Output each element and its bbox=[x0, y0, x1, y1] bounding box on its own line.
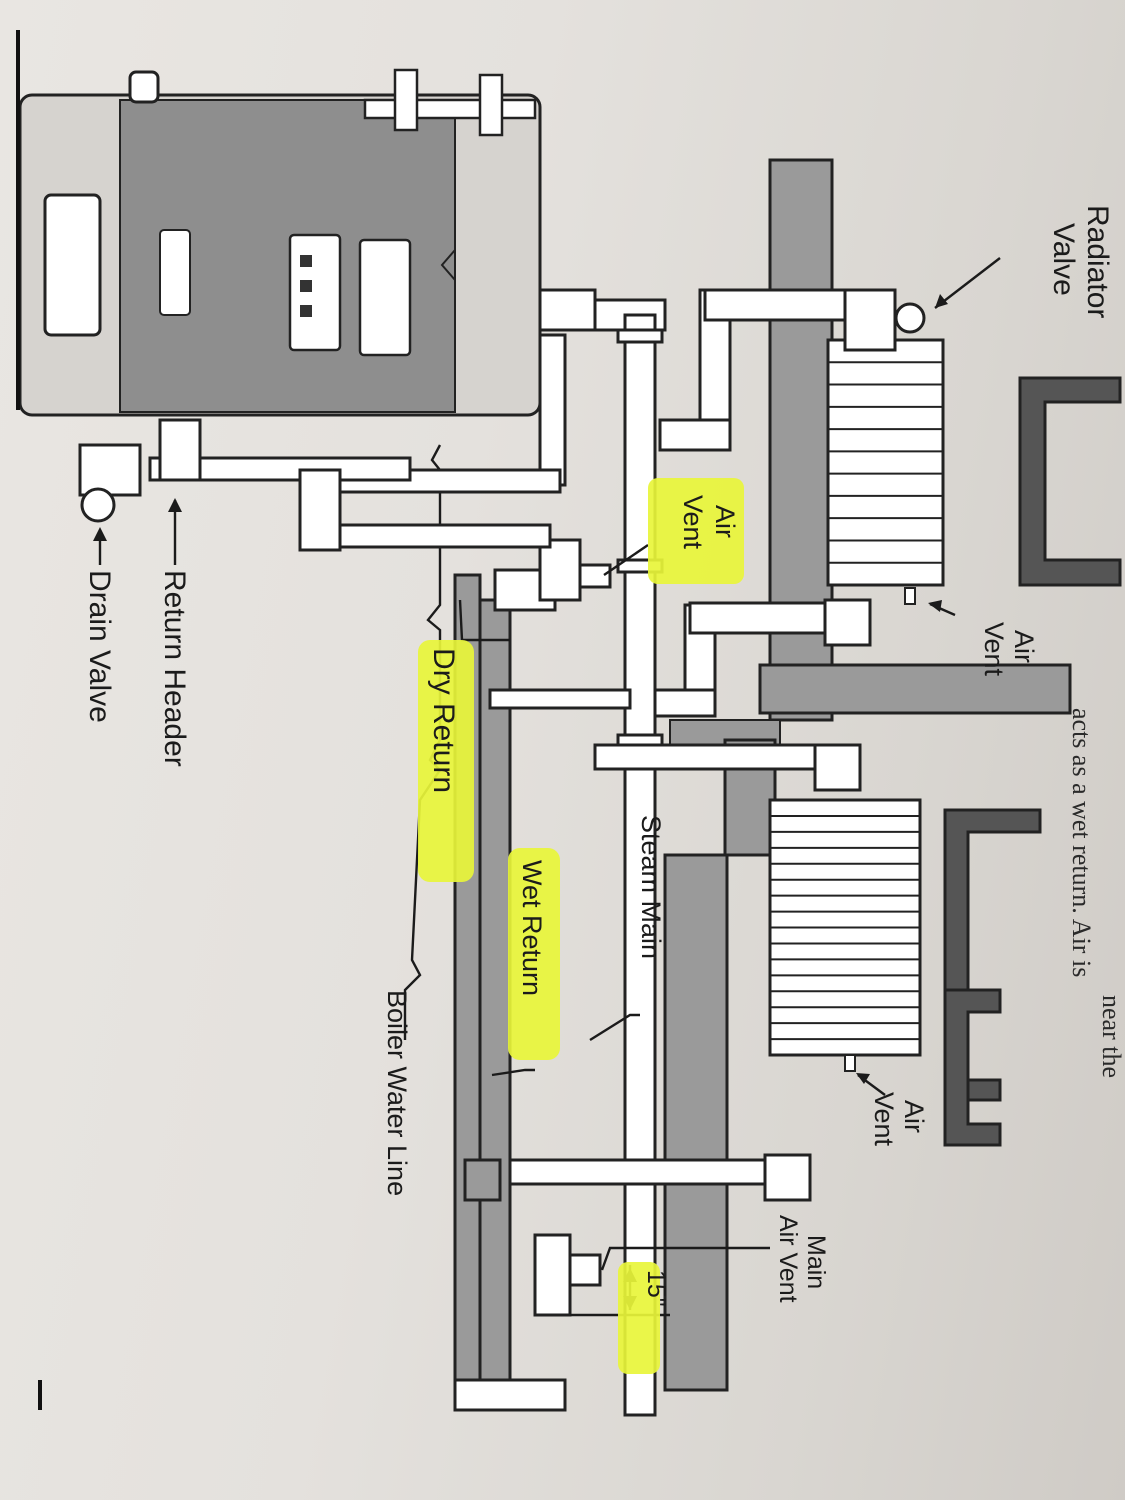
air-vent-return-arrow bbox=[603, 544, 649, 576]
label-dry-return: Dry Return bbox=[427, 648, 460, 793]
main-air-vent-arrow bbox=[600, 1246, 770, 1271]
radiator-valve-arrow bbox=[934, 257, 1001, 309]
label-dimension: 15" bbox=[642, 1270, 670, 1307]
label-air-vent-upper-2: Vent bbox=[979, 622, 1009, 677]
drain-valve-handle bbox=[80, 487, 116, 523]
label-main-air-vent-2: Air Vent bbox=[774, 1215, 802, 1303]
runout-lower bbox=[593, 743, 827, 771]
floor-beam-lower bbox=[663, 853, 729, 1392]
label-wet-return: Wet Return bbox=[517, 860, 547, 996]
radiator-upper bbox=[826, 338, 945, 587]
wet-return-arrow bbox=[491, 1068, 535, 1077]
wall-trim-lower bbox=[943, 808, 1042, 1147]
top-text-line-1: near the bbox=[1097, 995, 1125, 1078]
highlight-air-vent bbox=[648, 478, 744, 584]
return-to-header bbox=[323, 523, 552, 549]
floor-beam-upper bbox=[768, 158, 834, 722]
return-header-pipe bbox=[148, 456, 412, 482]
drain-valve-body bbox=[78, 443, 142, 497]
radiator-air-vent-lower bbox=[844, 1054, 856, 1072]
label-air-vent-lower-1: Air bbox=[899, 1100, 929, 1133]
radiator-valve-middle bbox=[823, 598, 872, 647]
label-main-air-vent-1: Main bbox=[802, 1235, 830, 1289]
label-steam-main: Steam Main bbox=[636, 815, 666, 959]
label-air-vent-return-1: Air bbox=[710, 505, 740, 538]
dry-return-pipe bbox=[478, 598, 512, 1402]
dry-return-tee bbox=[488, 688, 632, 710]
return-header-tee bbox=[158, 418, 202, 482]
wall-trim-upper bbox=[1018, 376, 1122, 587]
runout-far bbox=[498, 1158, 782, 1186]
label-air-vent-return-2: Vent bbox=[678, 495, 708, 550]
equalizer-pipe bbox=[538, 333, 567, 487]
steam-main-arrow bbox=[589, 1013, 640, 1042]
boiler-lifting-eye bbox=[128, 70, 160, 104]
radiator-valve-far bbox=[763, 1153, 812, 1202]
radiator-lower bbox=[768, 798, 922, 1057]
top-text-line-2: acts as a wet return. Air is bbox=[1067, 708, 1096, 977]
boiler-steam-outlet bbox=[538, 288, 597, 332]
boiler-gauge-glass bbox=[159, 229, 191, 316]
label-drain-valve: Drain Valve bbox=[83, 570, 116, 723]
radiator-valve-upper bbox=[843, 288, 897, 352]
return-air-vent bbox=[578, 563, 612, 589]
highlight-dimension bbox=[618, 1262, 660, 1374]
page-text: near the acts as a wet return. Air is bbox=[1067, 708, 1125, 1078]
label-air-vent-lower-2: Vent bbox=[869, 1092, 899, 1147]
radiator-air-vent-upper bbox=[904, 587, 916, 605]
boiler-control-box bbox=[358, 238, 412, 357]
label-radiator-valve-2: Valve bbox=[1047, 223, 1080, 296]
return-air-vent-fitting bbox=[538, 538, 582, 602]
safety-valve bbox=[393, 68, 419, 132]
radiator-valve-lower bbox=[813, 743, 862, 792]
pressure-control-valve bbox=[478, 73, 504, 137]
highlight-wet-return bbox=[508, 848, 560, 1060]
return-bottom-elbow bbox=[453, 1378, 567, 1412]
boiler-nameplate bbox=[43, 193, 102, 337]
label-return-header: Return Header bbox=[158, 570, 191, 767]
boiler-control-panel bbox=[288, 233, 342, 352]
label-boiler-water-line: Boiler Water Line bbox=[382, 990, 412, 1196]
boiler bbox=[18, 68, 542, 417]
highlight-dry-return bbox=[418, 640, 474, 882]
partition-wall bbox=[758, 663, 1072, 715]
label-radiator-valve-1: Radiator bbox=[1081, 205, 1114, 318]
label-air-vent-upper-1: Air bbox=[1009, 630, 1039, 663]
